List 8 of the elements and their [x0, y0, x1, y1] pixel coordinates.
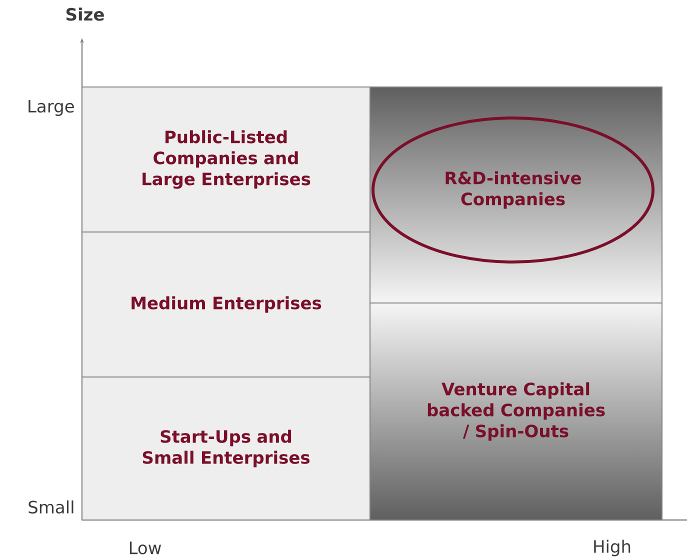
category-box: Public-Listed Companies and Large Enterprises	[82, 86, 370, 232]
axis-title: Size	[66, 8, 104, 21]
category-box: Venture Capital backed Companies / Spin-Outs	[370, 302, 662, 520]
category-box: Medium Enterprises	[82, 232, 370, 378]
category-box: Start-Ups and Small Enterprises	[82, 376, 370, 520]
axis-label: Low	[130, 542, 162, 554]
category-box	[370, 86, 662, 304]
axis-label: High	[594, 540, 630, 556]
